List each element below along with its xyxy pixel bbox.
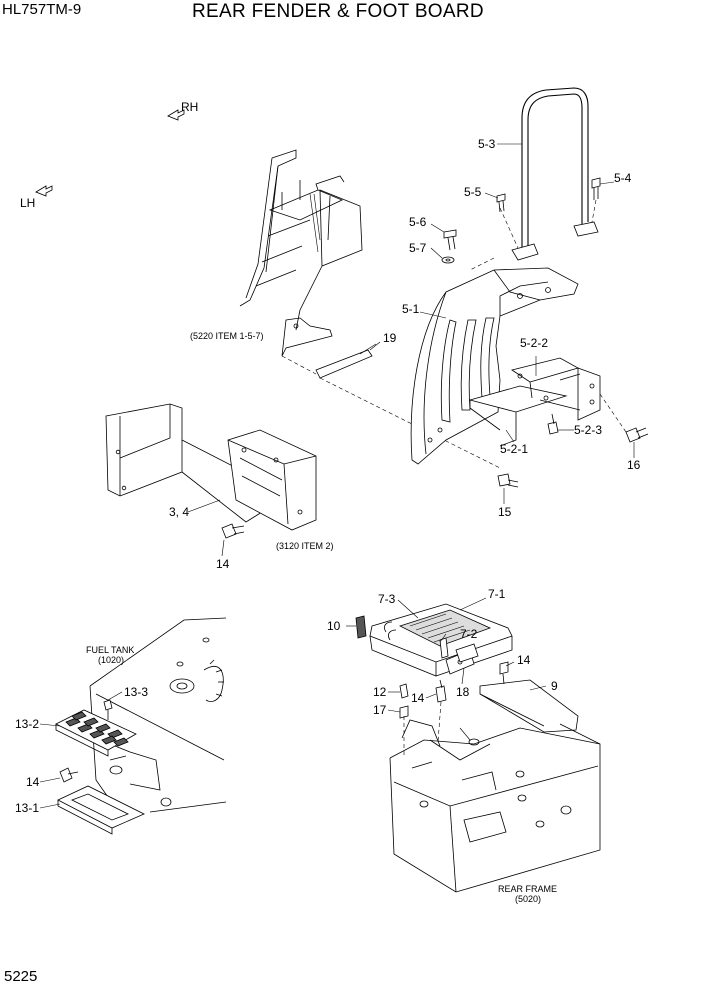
part-9-plate: [479, 679, 579, 733]
callout-5-2-3: 5-2-3: [574, 423, 603, 437]
part-18-bracket: [455, 643, 479, 663]
part-5-2-2-bracket: [468, 357, 601, 447]
part-5-4-bolt: [591, 177, 601, 223]
callout-5-6: 5-6: [409, 215, 427, 229]
part-14-bolt-d: [59, 767, 79, 783]
part-7-3-grating: [409, 613, 471, 643]
lh-arrow-icon: [35, 185, 53, 197]
part-14-bolt-a: [221, 523, 245, 539]
rh-arrow-icon: [167, 109, 185, 121]
part-7-1-foot-board: [369, 603, 513, 677]
callout-5-7: 5-7: [409, 241, 427, 255]
note-fuel-tank: FUEL TANK: [86, 645, 135, 655]
callout-16: 16: [627, 458, 641, 472]
part-15-bolt: [497, 473, 519, 488]
callout-10: 10: [327, 619, 341, 633]
callout-5-2-2: 5-2-2: [520, 336, 549, 350]
callout-13-3: 13-3: [124, 685, 149, 699]
part-14-bolt-c: [435, 679, 447, 703]
pillar-3120-item-2: [227, 429, 317, 531]
callout-15: 15: [498, 505, 512, 519]
callout-5-1: 5-1: [402, 302, 420, 316]
callout-14-b: 14: [517, 653, 531, 667]
note-3120: (3120 ITEM 2): [276, 541, 334, 551]
callout-14-a: 14: [216, 557, 230, 571]
page-title: REAR FENDER & FOOT BOARD: [192, 1, 484, 22]
part-19-strip: [315, 343, 377, 379]
part-13-1-step-frame: [57, 785, 145, 835]
ladder-bracket-assembly: [239, 149, 363, 357]
callout-7-1: 7-1: [488, 587, 506, 601]
callout-13-1: 13-1: [15, 801, 40, 815]
note-fuel-tank-code: (1020): [98, 655, 125, 665]
callout-7-3: 7-3: [378, 592, 396, 606]
lh-label: LH: [20, 196, 36, 210]
callout-5-5: 5-5: [464, 185, 482, 199]
callout-14-d: 14: [26, 775, 40, 789]
part-14-bolt-b: [499, 661, 509, 685]
part-5-6-bolt: [443, 229, 457, 251]
note-rear-frame: REAR FRAME: [498, 884, 558, 894]
part-5-2-3-bolt: [547, 413, 559, 435]
callout-17: 17: [373, 703, 387, 717]
callout-19: 19: [383, 331, 397, 345]
note-5220: (5220 ITEM 1-5-7): [190, 331, 264, 341]
callout-13-2: 13-2: [15, 717, 40, 731]
callout-14-c: 14: [411, 691, 425, 705]
part-16-bolt: [599, 393, 649, 443]
callout-18: 18: [456, 685, 470, 699]
callout-12: 12: [373, 685, 387, 699]
part-12-bolt: [399, 683, 409, 699]
rh-label: RH: [181, 100, 199, 114]
callout-5-2-1: 5-2-1: [500, 442, 529, 456]
page-number: 5225: [4, 968, 38, 985]
leader-lines: [39, 143, 635, 809]
part-13-2-step-grating: [55, 709, 137, 757]
callout-5-3: 5-3: [478, 137, 496, 151]
part-5-3-handrail: [499, 87, 599, 261]
part-10-clip: [355, 615, 367, 639]
note-rear-frame-code: (5020): [515, 894, 542, 904]
fuel-tank-1020: [89, 617, 227, 813]
callout-5-4: 5-4: [614, 171, 632, 185]
callout-3-4: 3, 4: [169, 505, 190, 519]
model-number: HL757TM-9: [2, 1, 82, 18]
part-13-3-bolt: [103, 699, 113, 720]
callout-7-2: 7-2: [460, 627, 478, 641]
part-17-nut: [399, 705, 409, 719]
callout-9: 9: [551, 679, 558, 693]
part-5-5-bolt: [496, 193, 506, 213]
rear-frame-5020: [389, 719, 601, 893]
part-5-7-washer: [441, 256, 455, 264]
